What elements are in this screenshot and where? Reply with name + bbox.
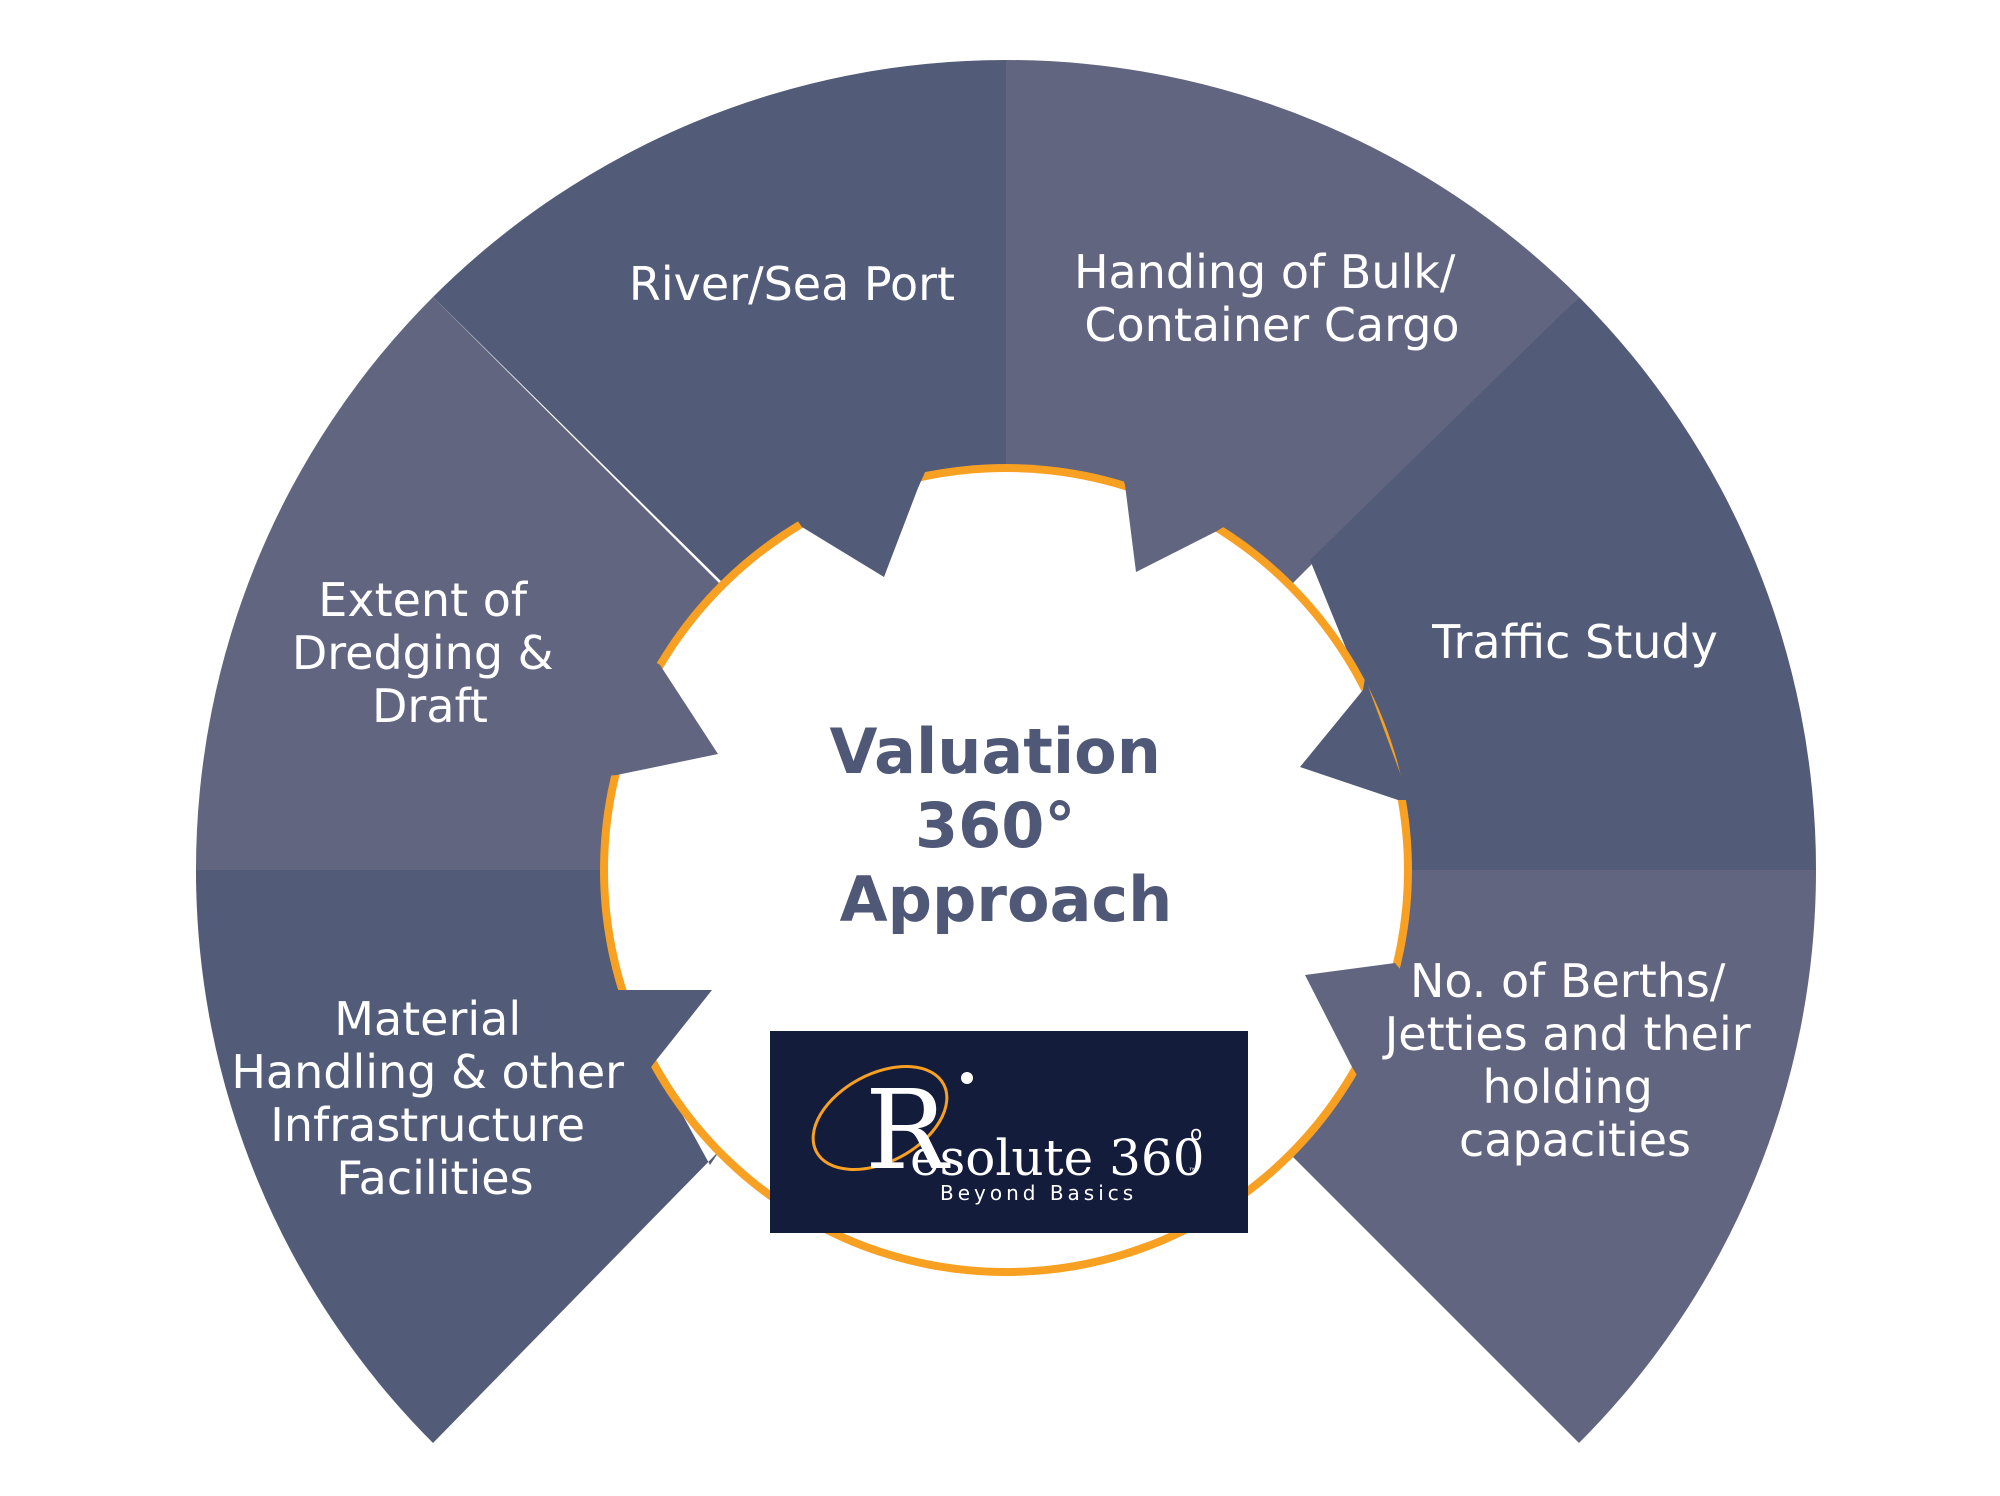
logo-background [770, 1031, 1248, 1233]
logo-degree: o [1190, 1121, 1202, 1145]
logo-trademark: ™ [1188, 1167, 1198, 1178]
gear-notch-right [1300, 678, 1410, 800]
logo-dot-icon [961, 1072, 973, 1084]
logo-tagline: Beyond Basics [940, 1181, 1137, 1205]
logo-wordmark: esolute 360 [910, 1129, 1205, 1187]
segment-label-extent-of-dredging: Extent of Dredging & Draft [292, 573, 568, 733]
segment-traffic-study [1006, 297, 1817, 870]
resolute-360-logo: R esolute 360 o ™ Beyond Basics [770, 1031, 1248, 1233]
segment-label-bulk-container-cargo: Handing of Bulk/ Container Cargo [1074, 245, 1470, 352]
segment-label-traffic-study: Traffic Study [1431, 615, 1718, 669]
segment-river-sea-port [433, 59, 1006, 870]
center-title: Valuation 360° Approach [830, 715, 1183, 936]
gear-notch-top-right [1120, 470, 1235, 572]
segment-material-handling [195, 870, 1006, 1443]
segment-label-berths-jetties: No. of Berths/ Jetties and their holding… [1382, 954, 1766, 1167]
logo-letter-r: R [865, 1066, 951, 1194]
gear-notch-bottom-right [1305, 963, 1405, 1080]
segment-label-river-sea-port: River/Sea Port [629, 257, 955, 311]
gear-notch-left [605, 656, 718, 776]
gear-notch-bottom-left [600, 990, 712, 1080]
segment-label-material-handling: Material Handling & other Infrastructure… [231, 992, 638, 1205]
logo-orange-orbit-icon [811, 1065, 949, 1171]
gear-notch-top-left [790, 470, 926, 577]
